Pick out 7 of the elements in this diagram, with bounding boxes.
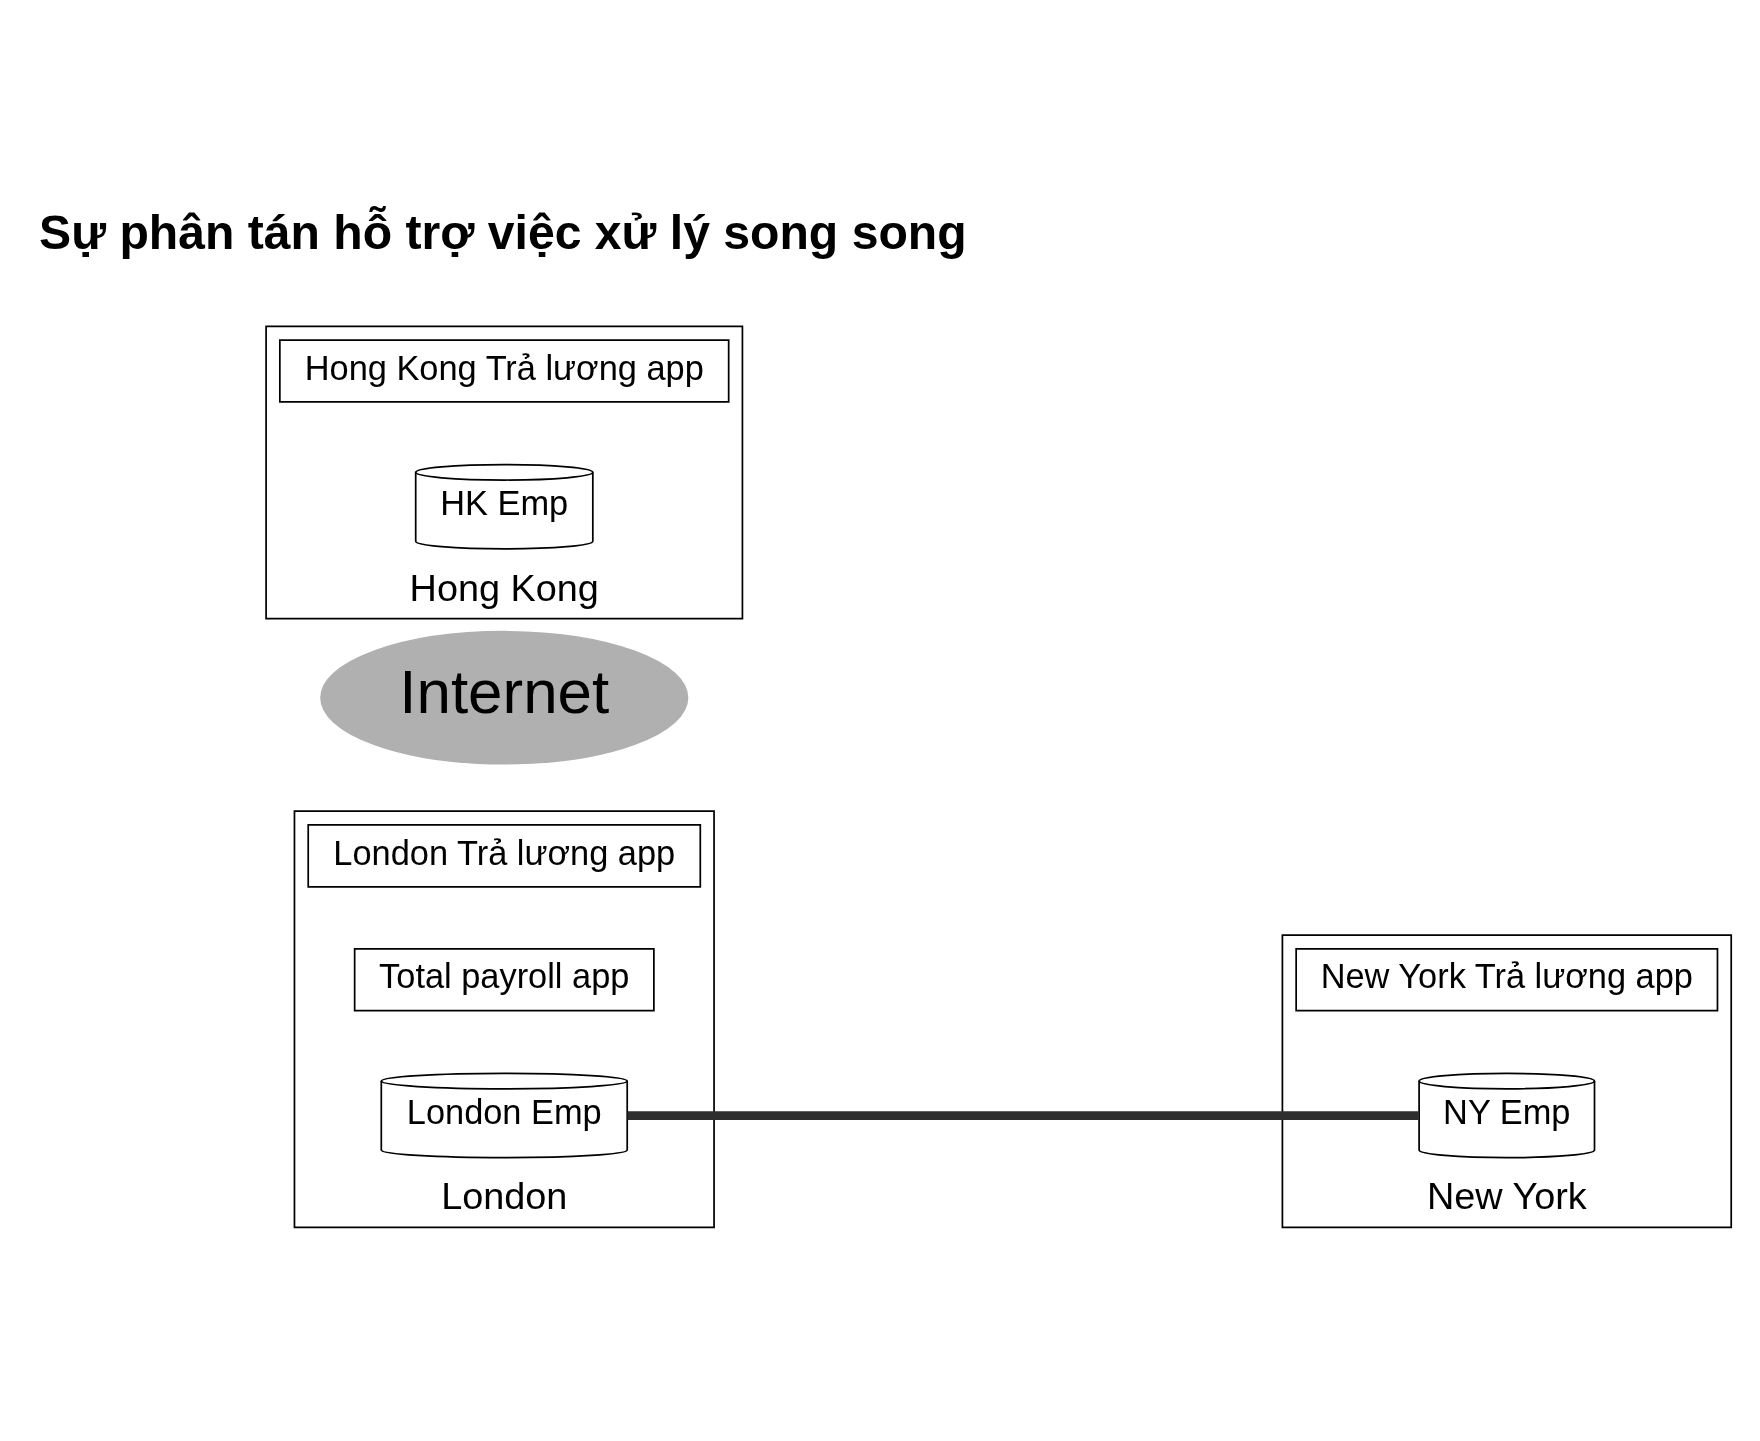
connector (627, 1111, 1419, 1120)
node-box: London Trả lương app (307, 824, 702, 888)
node-box: Hong Kong Trả lương app (279, 339, 730, 403)
node-box: Total payroll app (353, 947, 655, 1012)
node-box: New York Trả lương app (1295, 947, 1719, 1012)
node-ellipse: Internet (320, 630, 689, 765)
label: Sự phân tán hỗ trợ việc xử lý song song (39, 204, 967, 259)
